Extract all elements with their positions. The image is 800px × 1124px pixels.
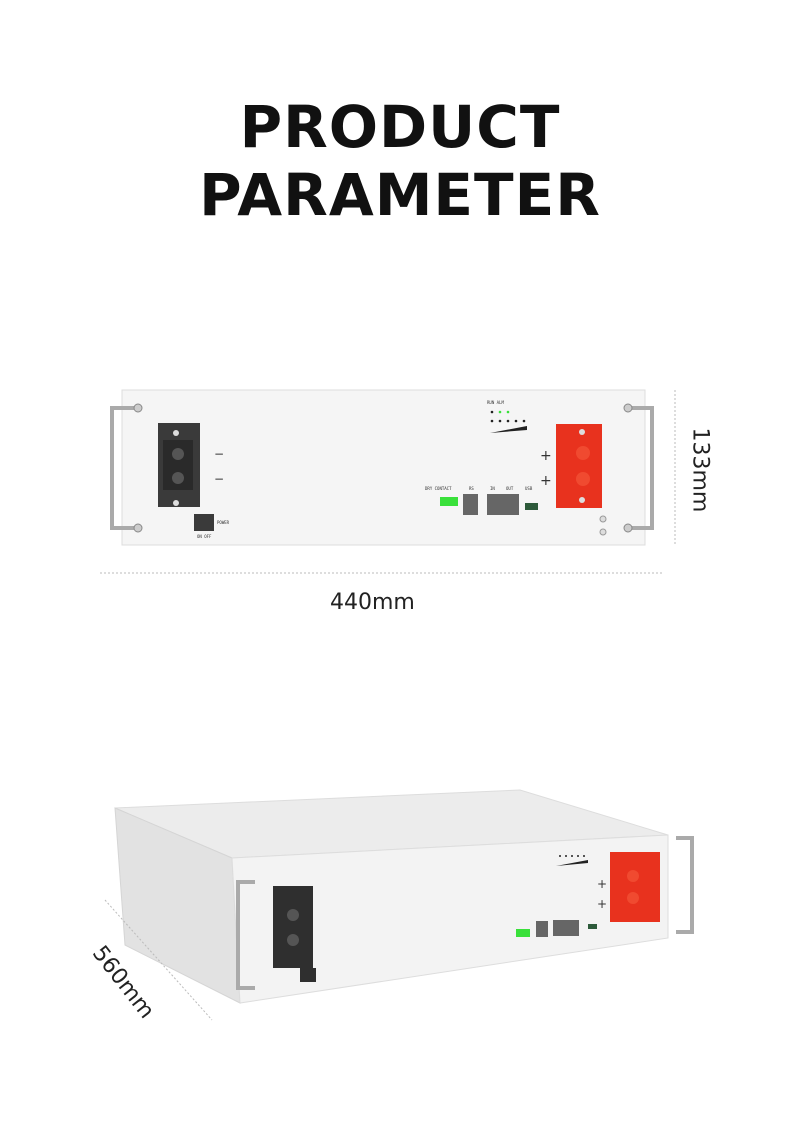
height-label: 133mm bbox=[687, 427, 713, 513]
right-handle bbox=[628, 406, 654, 530]
left-handle bbox=[110, 406, 138, 530]
rs-label: RS bbox=[469, 486, 474, 491]
in-label: IN bbox=[490, 486, 495, 491]
minus-label: − bbox=[214, 447, 224, 461]
rs-port bbox=[463, 494, 478, 515]
run-alm-label: RUN ALM bbox=[487, 400, 504, 405]
dry-contact-port bbox=[440, 497, 458, 506]
power-label: POWER bbox=[217, 520, 230, 525]
usb-port bbox=[525, 503, 538, 510]
in-out-port bbox=[487, 494, 519, 515]
power-switch bbox=[194, 514, 214, 531]
on-off-label: ON OFF bbox=[197, 534, 212, 539]
front-view-battery: − − POWER ON OFF RUN ALM DRY CONTACT RS … bbox=[110, 389, 654, 546]
depth-dimension-line bbox=[104, 899, 213, 1021]
width-label: 440mm bbox=[330, 590, 415, 615]
plus-label: + bbox=[540, 448, 552, 464]
plus-label: + bbox=[597, 877, 607, 891]
plus-label: + bbox=[597, 897, 607, 911]
positive-terminal bbox=[556, 424, 602, 508]
out-label: OUT bbox=[506, 486, 514, 491]
title-line-1: PRODUCT bbox=[239, 93, 561, 161]
title-line-2: PARAMETER bbox=[199, 161, 601, 229]
led-indicators bbox=[490, 410, 527, 433]
usb-label: USB bbox=[525, 486, 533, 491]
perspective-view-battery: + + bbox=[114, 789, 694, 1004]
plus-label: + bbox=[540, 473, 552, 489]
negative-terminal bbox=[158, 423, 200, 507]
minus-label: − bbox=[214, 472, 224, 486]
dry-contact-label: DRY CONTACT bbox=[425, 486, 452, 491]
